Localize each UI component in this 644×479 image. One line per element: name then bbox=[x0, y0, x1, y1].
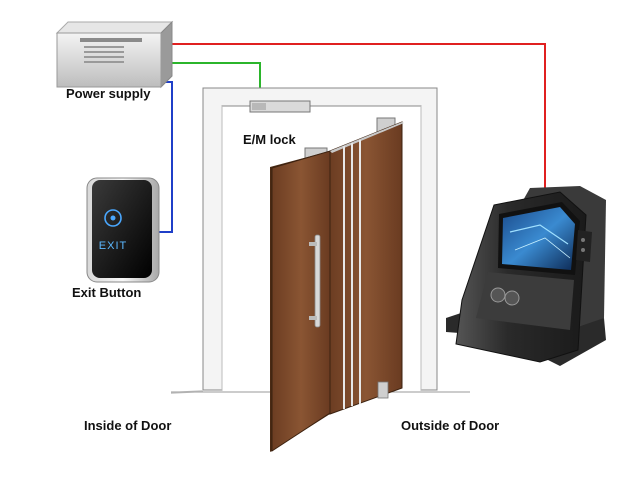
inside-door-label: Inside of Door bbox=[84, 418, 172, 433]
blue-wire bbox=[158, 81, 173, 233]
red-wire bbox=[161, 43, 546, 195]
exit-button-label: Exit Button bbox=[72, 285, 142, 300]
exit-text: EXIT bbox=[99, 240, 127, 252]
face-recognition-terminal bbox=[446, 186, 606, 366]
power-supply-box bbox=[55, 20, 174, 89]
door-leaf bbox=[270, 121, 404, 452]
power-supply-label: Power supply bbox=[66, 86, 151, 101]
em-lock-label: E/M lock bbox=[243, 132, 296, 147]
outside-door-label: Outside of Door bbox=[401, 418, 500, 433]
exit-button-device: EXIT bbox=[86, 177, 160, 283]
door-handle bbox=[314, 234, 321, 328]
